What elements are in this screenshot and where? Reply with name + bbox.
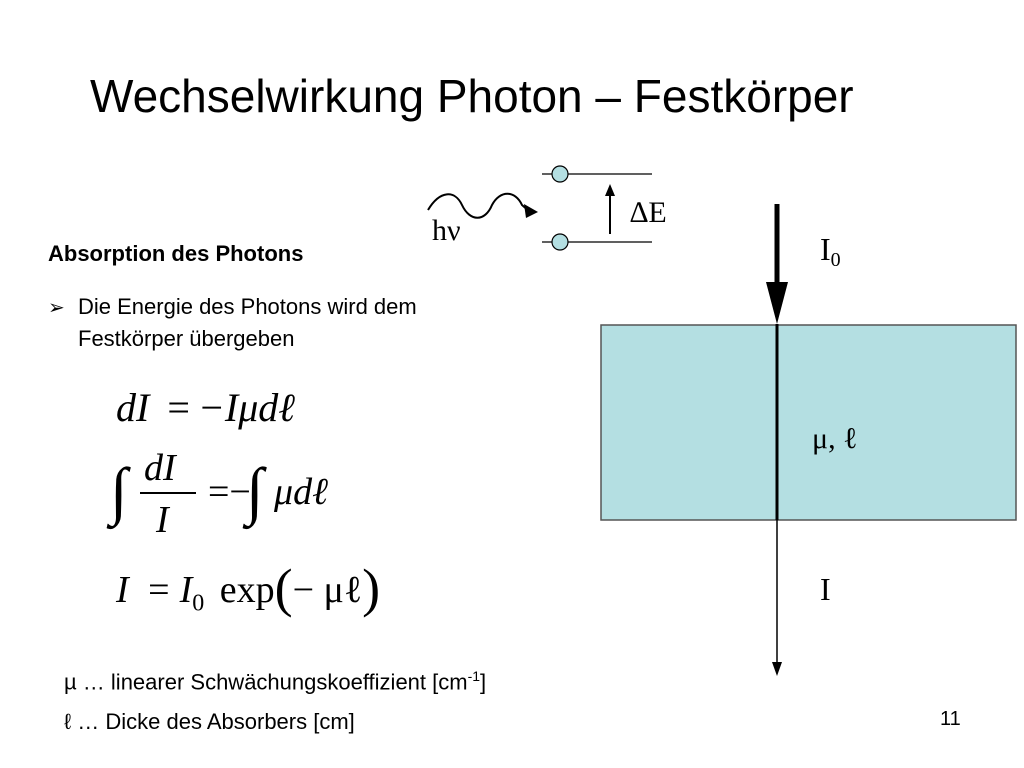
photon-wave [427, 192, 531, 219]
eq2-rhs: μdℓ [274, 471, 328, 513]
bullet-text-line-1: Die Energie des Photons wird dem [78, 294, 417, 319]
mu-symbol: µ [64, 669, 77, 695]
eq3-i0: I [179, 569, 193, 611]
i0-label-subscript: 0 [831, 249, 841, 271]
equation-differential: dI =−Iμdℓ [116, 384, 295, 432]
lower-level-dot [551, 233, 569, 251]
eq3-equals: = [148, 569, 170, 611]
definition-ell: ℓ … Dicke des Absorbers [cm] [64, 708, 355, 736]
upper-level-dot [551, 165, 569, 183]
arrow-bullet-icon: ➢ [48, 295, 65, 319]
integral-sign-right: ∫ [246, 455, 264, 526]
eq1-equals: = [167, 385, 190, 430]
section-heading: Absorption des Photons [48, 241, 304, 266]
slide-title: Wechselwirkung Photon – Festkörper [90, 70, 854, 122]
eq3-lhs: I [116, 569, 129, 611]
transmitted-beam-arrowhead [772, 662, 782, 676]
page-number: 11 [940, 708, 961, 730]
photon-arrowhead [524, 204, 538, 218]
mu-close: ] [480, 669, 487, 695]
eq2-equals: =− [208, 471, 251, 513]
delta-e-label: ∆E [630, 196, 667, 229]
equation-integral: ∫ dI I =− ∫ μdℓ [110, 446, 410, 546]
i0-label-main: I [820, 231, 831, 267]
i0-label: I0 [820, 231, 841, 271]
absorber-label: μ, ℓ [812, 422, 857, 455]
mu-unit-exponent: -1 [467, 668, 481, 684]
transmitted-intensity-label: I [820, 571, 831, 607]
excitation-arrowhead [605, 184, 615, 196]
ell-symbol: ℓ [64, 709, 72, 734]
ell-text: … Dicke des Absorbers [cm] [71, 709, 355, 734]
equation-exponential: I =I0 exp(− μℓ) [116, 560, 380, 632]
absorber-block [600, 324, 1017, 521]
eq2-numerator: dI [144, 447, 176, 489]
eq1-lhs: dI [116, 385, 150, 430]
eq3-i0-subscript: 0 [192, 590, 205, 617]
photon-label: hν [432, 214, 461, 247]
eq1-rhs: −Iμdℓ [197, 385, 295, 430]
integral-sign-left: ∫ [110, 455, 128, 526]
paren-open: ( [274, 558, 293, 618]
fraction-bar [140, 492, 196, 494]
mu-text: … linearer Schwächungskoeffizient [cm [76, 669, 468, 695]
bullet-text-line-2: Festkörper übergeben [78, 326, 295, 351]
definition-mu: µ … linearer Schwächungskoeffizient [cm-… [64, 662, 486, 696]
eq3-argument: − μℓ [292, 569, 363, 611]
eq3-exp: exp [219, 569, 275, 611]
eq2-denominator: I [156, 499, 169, 541]
incident-beam-arrowhead [766, 282, 788, 324]
paren-close: ) [362, 558, 381, 618]
